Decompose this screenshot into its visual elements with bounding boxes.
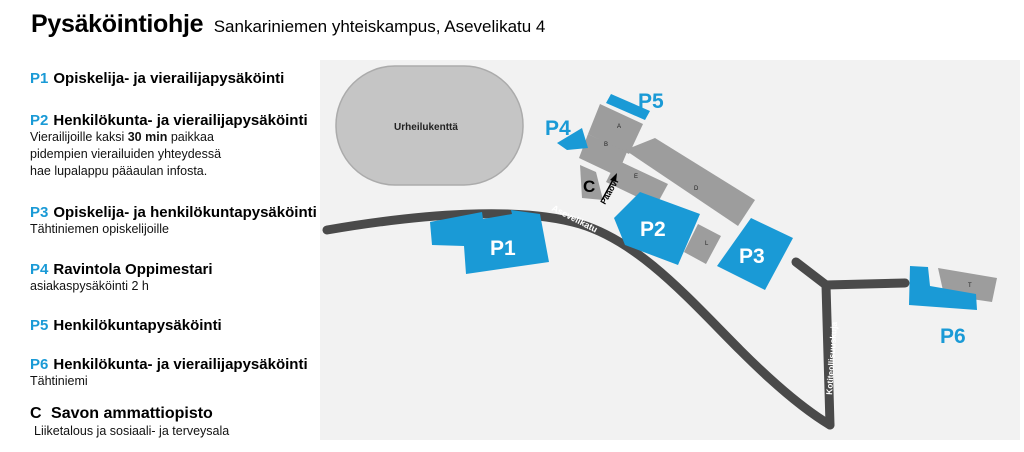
legend-label-p2: Henkilökunta- ja vierailijapysäköinti (53, 112, 308, 129)
building-l (684, 224, 721, 264)
legend-code-p5: P5 (30, 317, 49, 334)
building-d (625, 138, 755, 226)
parking-label-p2: P2 (640, 218, 666, 241)
parking-label-p6: P6 (940, 325, 966, 348)
building-a (588, 104, 643, 154)
building-label-e: E (634, 174, 638, 180)
legend-desc-p2-bold: 30 min (127, 130, 168, 144)
legend-label-p1: Opiskelija- ja vierailijapysäköinti (53, 70, 285, 87)
parking-area-p6 (909, 266, 977, 310)
parking-area-p1 (430, 210, 549, 274)
parking-label-p4: P4 (545, 117, 571, 140)
legend-label-p5: Henkilökuntapysäköinti (53, 317, 222, 334)
legend-desc-p2-line2: pidempien vierailuiden yhteydessä (30, 147, 222, 161)
legend-code-p2: P2 (30, 112, 49, 129)
sports-field-label: Urheilukenttä (394, 122, 458, 133)
main-entrance-arrowhead-icon (610, 173, 617, 182)
legend-item-c: C Savon ammattiopisto Liiketalous ja sos… (30, 405, 229, 440)
parking-area-p5 (606, 94, 650, 120)
legend-desc-p2-line3: hae lupalappu pääaulan infosta. (30, 164, 208, 178)
legend-desc-p4: asiakaspysäköinti 2 h (30, 279, 149, 293)
legend-label-p4: Ravintola Oppimestari (53, 261, 213, 278)
legend-code-p1: P1 (30, 70, 49, 87)
parking-area-p4 (557, 128, 588, 150)
building-label-a: A (617, 124, 621, 130)
parking-label-p5: P5 (638, 90, 664, 113)
legend-label-p6: Henkilökunta- ja vierailijapysäköinti (53, 356, 308, 373)
parking-area-p2 (614, 192, 700, 265)
building-label-b: B (604, 142, 608, 148)
legend-code-c: C (30, 405, 42, 422)
parking-label-p3: P3 (739, 245, 765, 268)
legend-desc-p3: Tähtiniemen opiskelijoille (30, 222, 169, 236)
campus-map: Urheilukenttä Asevelikatu Kotiteollisuus… (320, 60, 1020, 440)
legend-code-p6: P6 (30, 356, 49, 373)
road-branch (791, 257, 910, 290)
building-e (606, 160, 668, 206)
parking-area-p3 (717, 218, 793, 290)
main-entrance-arrow-icon (601, 177, 615, 201)
road-asevelikatu (322, 209, 835, 430)
legend-desc-p2: Vierailijoille kaksi 30 min paikkaa (30, 129, 308, 146)
sports-field (335, 65, 524, 186)
legend-code-p3: P3 (30, 204, 49, 221)
building-label-d: D (694, 186, 699, 192)
legend-label-c: Savon ammattiopisto (51, 405, 213, 422)
building-label-l: L (705, 241, 709, 247)
building-c (580, 165, 603, 200)
legend-desc-p2-text-end: paikkaa (167, 130, 214, 144)
page-subtitle: Sankariniemen yhteiskampus, Asevelikatu … (213, 17, 546, 36)
page-header: Pysäköintiohje Sankariniemen yhteiskampu… (31, 10, 545, 39)
parking-label-p1: P1 (490, 237, 516, 260)
road-kotiteollisuuskuja (821, 280, 835, 430)
c-marker: C (583, 177, 595, 196)
legend-label-p3: Opiskelija- ja henkilökuntapysäköinti (53, 204, 317, 221)
legend-desc-p6: Tähtiniemi (30, 374, 88, 388)
campus-buildings (579, 104, 997, 302)
page-title: Pysäköintiohje (31, 10, 204, 38)
parking-areas (430, 94, 977, 310)
building-label-t: T (968, 283, 972, 289)
legend-desc-c: Liiketalous ja sosiaali- ja terveysala (34, 424, 230, 438)
legend-code-p4: P4 (30, 261, 49, 278)
legend-desc-p2-text: Vierailijoille kaksi (30, 130, 128, 144)
